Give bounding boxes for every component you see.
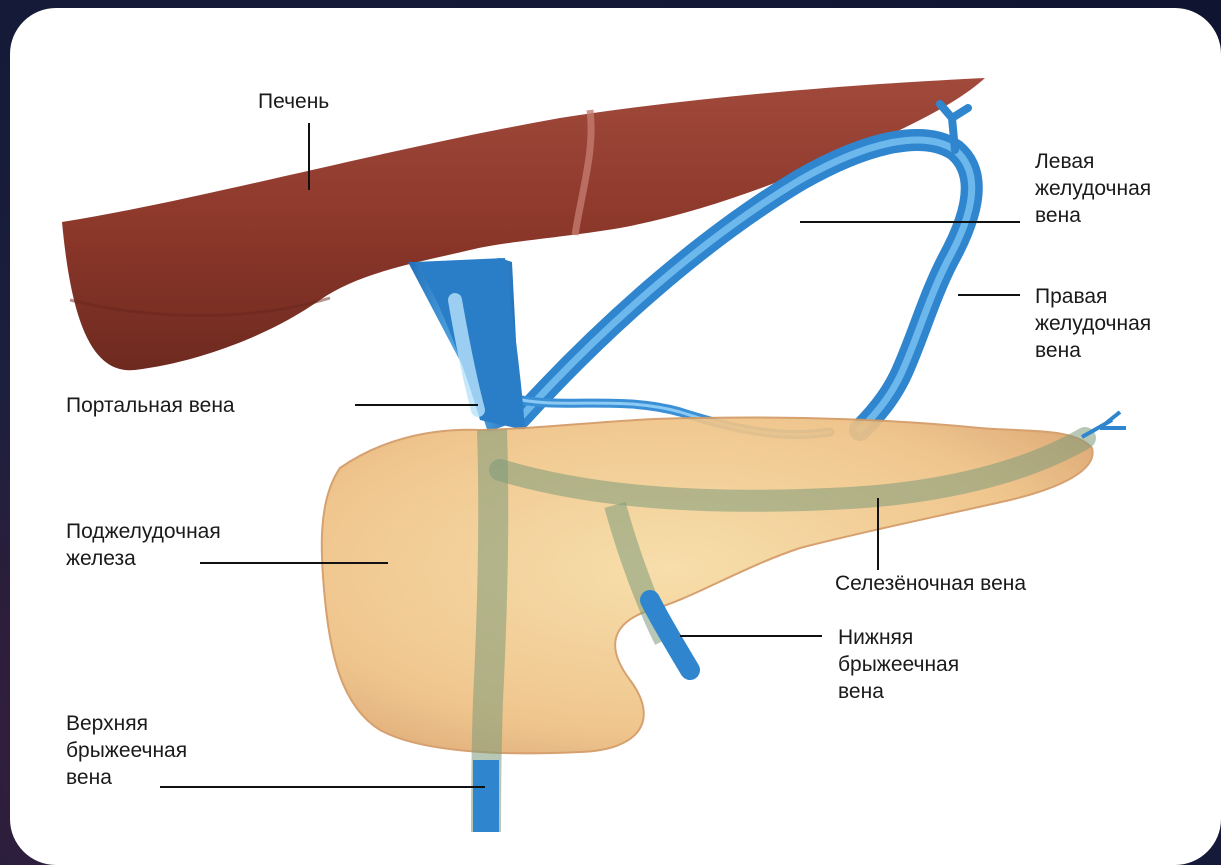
- label-inferior-mesenteric-vein: Нижняя брыжеечная вена: [838, 624, 959, 705]
- liver-shape: [62, 78, 985, 370]
- label-superior-mesenteric-vein: Верхняя брыжеечная вена: [66, 710, 187, 791]
- label-portal-vein: Портальная вена: [66, 392, 235, 419]
- label-liver: Печень: [258, 88, 329, 115]
- label-splenic-vein: Селезёночная вена: [835, 570, 1026, 597]
- splenic-vein-end: [1082, 412, 1126, 437]
- label-right-gastric-vein: Правая желудочная вена: [1035, 283, 1151, 364]
- label-left-gastric-vein: Левая желудочная вена: [1035, 148, 1151, 229]
- label-pancreas: Поджелудочная железа: [66, 518, 221, 572]
